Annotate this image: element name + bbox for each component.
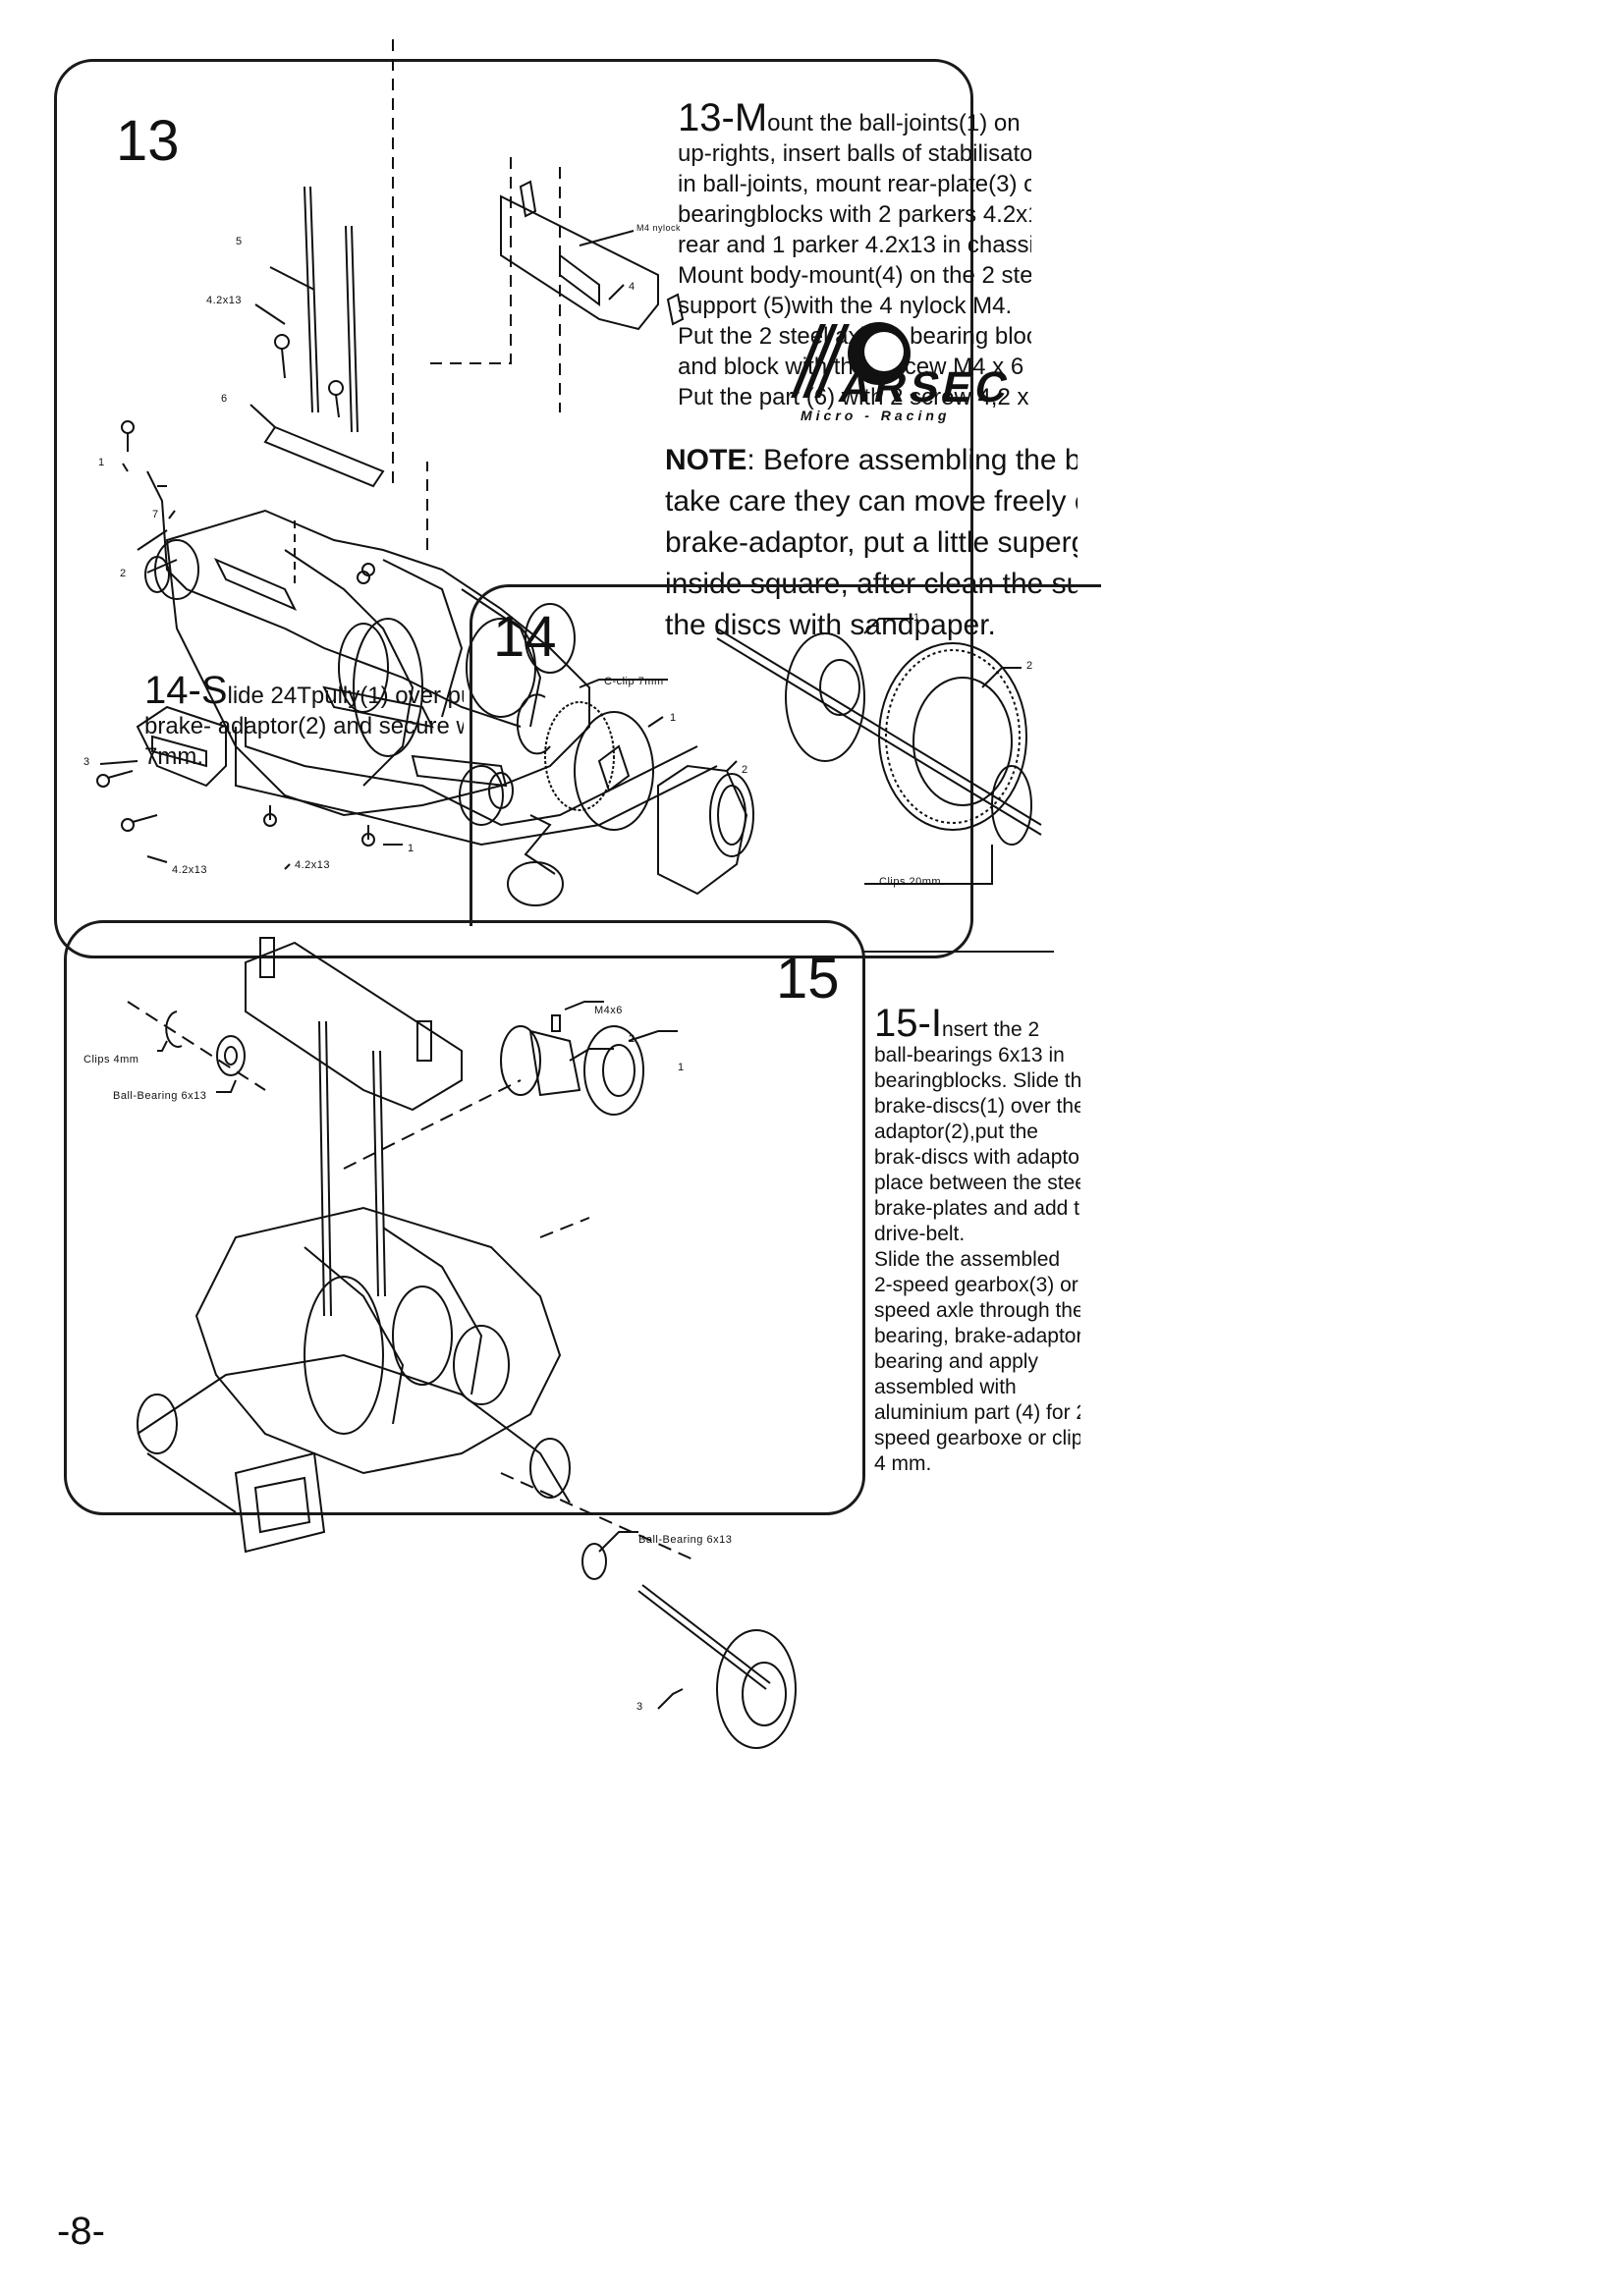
step-15-line: Slide the assembled [874,1248,1061,1271]
step-15-line: drive-belt. [874,1223,966,1245]
step-15-line: brake-plates and add t [874,1197,1079,1220]
note-line: : Before assembling the brake-disc [746,444,1078,476]
step-13-line: Mount body-mount(4) on the 2 steel [678,262,1031,289]
note-label: NOTE [665,444,747,476]
arsec-logo: ARSEC Micro - Racing [771,314,1016,423]
step-13-instructions: 13-Mount the ball-joints(1) on up-rights… [678,98,1031,412]
step-14-label-clips20: Clips 20mm [879,876,942,888]
step-13-line: up-rights, insert balls of stabilisator(… [678,140,1031,167]
note-line: brake-adaptor, put a little superglue in… [665,526,1078,559]
step-13-label-2: 2 [120,568,127,579]
step-13-heading-rest: ount the ball-joints(1) on [767,110,1021,137]
step-15-illustration [127,937,797,1749]
step-14-label-2b: 2 [1026,660,1033,672]
step-14-instructions: 14-Slide 24Tpully(1) over pully brake- a… [144,671,464,772]
page-number: -8- [57,2210,105,2253]
step-15-line: speed axle through the [874,1299,1080,1322]
step-15-line: aluminium part (4) for 2 [874,1401,1080,1424]
step-15-line: brake-discs(1) over the [874,1095,1080,1118]
step-15-line: brak-discs with adapto [874,1146,1079,1169]
step-15-line: bearing, brake-adaptor [874,1325,1080,1347]
step-13-label-1b: 1 [408,843,415,854]
step-15-label-3: 3 [636,1701,643,1713]
note-line: the discs with sandpaper. [665,609,996,641]
step-14-line: brake- adaptor(2) and secure with C-cli [144,713,464,739]
step-15-line: assembled with [874,1376,1017,1398]
step-15-line: 4 mm. [874,1452,932,1475]
step-15-line: place between the stee [874,1172,1080,1194]
step-15-line: ball-bearings 6x13 in [874,1044,1065,1066]
step-15-line: speed gearboxe or clip [874,1427,1080,1449]
note-line: take care they can move freely on the [665,485,1078,518]
step-15-label-2: 2 [629,1033,636,1045]
step-13-label-6: 6 [221,393,228,405]
logo-brand: ARSEC [834,363,1017,411]
step-13-frame [54,59,973,958]
step-13-line: in ball-joints, mount rear-plate(3) on [678,171,1031,197]
step-14-label-1b: 1 [913,612,920,624]
step-13-line: rear and 1 parker 4.2x13 in chassis. [678,232,1031,258]
step-13-label-4x13-c: 4.2x13 [295,859,331,871]
step-14-illustration [507,618,1042,906]
step-13-label-m4-nylock: M4 nylock [636,223,682,233]
step-15-frame [64,920,865,1515]
step-15-number: 15 [776,947,840,1011]
step-14-line: 7mm. [144,743,203,770]
step-14-frame [470,584,1101,926]
note-line: inside square, after clean the surface o… [665,568,1078,600]
step-14-label-cclip: C-clip 7mm [604,676,664,687]
arsec-logo-mark [791,322,911,398]
step-15-heading-cap: 15-I [874,1004,942,1043]
step-13-label-4x13-b: 4.2x13 [172,864,208,876]
step-13-heading-cap: 13-M [678,98,768,138]
logo-tagline: Micro - Racing [801,408,951,423]
step-15-line: bearingblocks. Slide th [874,1069,1080,1092]
step-15-line: 2-speed gearbox(3) or [874,1274,1078,1296]
step-15-divider [862,951,1054,953]
step-14-heading-rest: lide 24Tpully(1) over pully [227,683,465,709]
step-15-label-m4x6: M4x6 [594,1005,623,1016]
step-15-instructions: 15-Insert the 2 ball-bearings 6x13 in be… [874,1004,1080,1477]
step-13-number: 13 [116,109,180,173]
step-13-label-3: 3 [83,756,90,768]
step-13-label-7: 7 [152,509,159,520]
step-13-label-5: 5 [236,236,243,247]
note-block: NOTE: Before assembling the brake-disc t… [665,440,1078,646]
step-13-line: Put the part (6) with 2 screw 4,2 x 13. [678,384,1031,410]
step-15-label-bb2: Ball-Bearing 6x13 [638,1534,733,1546]
step-13-line: bearingblocks with 2 parkers 4.2x13 in [678,201,1031,228]
step-14-number: 14 [493,605,557,669]
step-15-heading-rest: nsert the 2 [941,1018,1040,1041]
step-14-label-2a: 2 [742,764,748,776]
step-14-heading-cap: 14-S [144,671,228,711]
step-14-label-1a: 1 [670,712,677,724]
step-15-label-1: 1 [678,1062,685,1073]
step-15-label-clips4: Clips 4mm [83,1054,139,1066]
step-15-line: adaptor(2),put the [874,1121,1038,1143]
step-15-label-bb1: Ball-Bearing 6x13 [113,1090,207,1102]
step-13-label-1a: 1 [98,457,105,468]
step-13-label-4x13-a: 4.2x13 [206,295,243,306]
step-13-label-4: 4 [629,281,636,293]
step-13-illustration [96,39,718,870]
step-13-line: support (5)with the 4 nylock M4. [678,293,1013,319]
step-15-line: bearing and apply [874,1350,1038,1373]
